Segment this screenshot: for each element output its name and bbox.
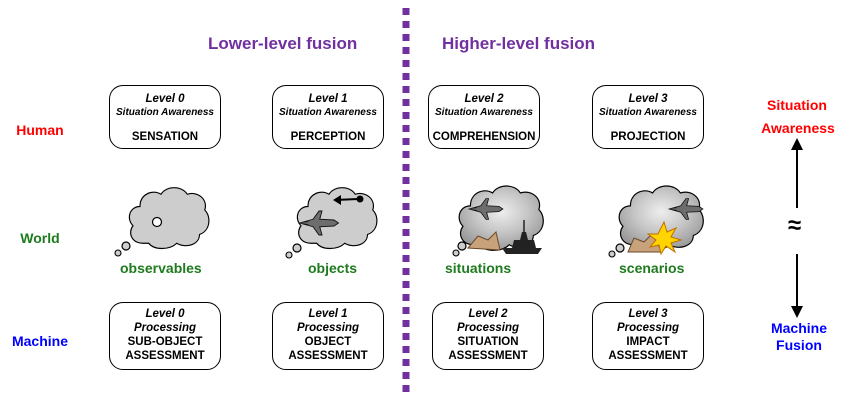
sa-box-level-3: Level 3 Situation Awareness PROJECTION — [592, 85, 704, 149]
processing-level: Level 0 — [145, 308, 185, 320]
row-label-machine: Machine — [11, 333, 68, 349]
approx-symbol: ≈ — [788, 212, 802, 239]
row-label-world: World — [20, 230, 60, 246]
sa-box-level-1: Level 1 Situation Awareness PERCEPTION — [272, 85, 384, 149]
processing-subtitle: Processing — [134, 322, 196, 334]
processing-box-level-3: Level 3 Processing IMPACT ASSESSMENT — [592, 302, 704, 370]
sa-name: PERCEPTION — [290, 131, 366, 143]
right-label-machine: Machine — [770, 320, 827, 336]
sa-level: Level 2 — [464, 93, 504, 105]
sa-subtitle: Situation Awareness — [435, 107, 533, 118]
processing-name-line1: SITUATION — [457, 336, 519, 348]
sa-box-level-0: Level 0 Situation Awareness SENSATION — [109, 85, 221, 149]
cloud-label-objects: objects — [308, 260, 358, 276]
ship-icon — [502, 232, 542, 254]
cloud-icon-situations — [452, 185, 544, 257]
processing-name-line2: ASSESSMENT — [288, 350, 368, 362]
processing-level: Level 3 — [628, 308, 668, 320]
sa-subtitle: Situation Awareness — [116, 107, 214, 118]
explosion-icon — [646, 220, 683, 256]
dot-icon — [151, 216, 163, 228]
cloud-label-observables: observables — [120, 260, 202, 276]
cloud-label-scenarios: scenarios — [619, 260, 685, 276]
terrain-icon — [466, 231, 501, 251]
cloud-label-situations: situations — [445, 260, 512, 276]
arrow-up-icon — [791, 138, 803, 208]
row-label-human: Human — [16, 122, 64, 138]
sa-name: SENSATION — [131, 131, 199, 143]
sa-name: COMPREHENSION — [432, 131, 536, 143]
sa-level: Level 3 — [628, 93, 668, 105]
processing-level: Level 1 — [308, 308, 348, 320]
right-label-situation: Situation — [767, 97, 827, 113]
sa-subtitle: Situation Awareness — [279, 107, 377, 118]
processing-level: Level 2 — [468, 308, 508, 320]
heading-lower-level-fusion: Lower-level fusion — [208, 34, 358, 53]
processing-name-line1: SUB-OBJECT — [127, 336, 203, 348]
processing-box-level-2: Level 2 Processing SITUATION ASSESSMENT — [432, 302, 544, 370]
processing-subtitle: Processing — [297, 322, 359, 334]
processing-name-line2: ASSESSMENT — [608, 350, 688, 362]
arrow-down-icon — [791, 254, 803, 318]
right-label-awareness: Awareness — [761, 120, 835, 136]
sa-subtitle: Situation Awareness — [599, 107, 697, 118]
sa-box-level-2: Level 2 Situation Awareness COMPREHENSIO… — [428, 85, 540, 149]
processing-box-level-1: Level 1 Processing OBJECT ASSESSMENT — [272, 302, 384, 370]
cloud-icon-scenarios — [608, 185, 704, 258]
processing-name-line2: ASSESSMENT — [125, 350, 205, 362]
heading-higher-level-fusion: Higher-level fusion — [442, 34, 596, 53]
processing-subtitle: Processing — [457, 322, 519, 334]
sa-level: Level 1 — [308, 93, 348, 105]
processing-subtitle: Processing — [617, 322, 679, 334]
cloud-icon-objects — [285, 187, 378, 259]
sa-level: Level 0 — [145, 93, 185, 105]
processing-name-line1: IMPACT — [626, 336, 670, 348]
processing-name-line2: ASSESSMENT — [448, 350, 528, 362]
processing-name-line1: OBJECT — [304, 336, 352, 348]
cloud-icon-observables — [114, 187, 210, 257]
processing-box-level-0: Level 0 Processing SUB-OBJECT ASSESSMENT — [109, 302, 221, 370]
sa-name: PROJECTION — [610, 131, 686, 143]
right-label-fusion: Fusion — [776, 337, 822, 353]
